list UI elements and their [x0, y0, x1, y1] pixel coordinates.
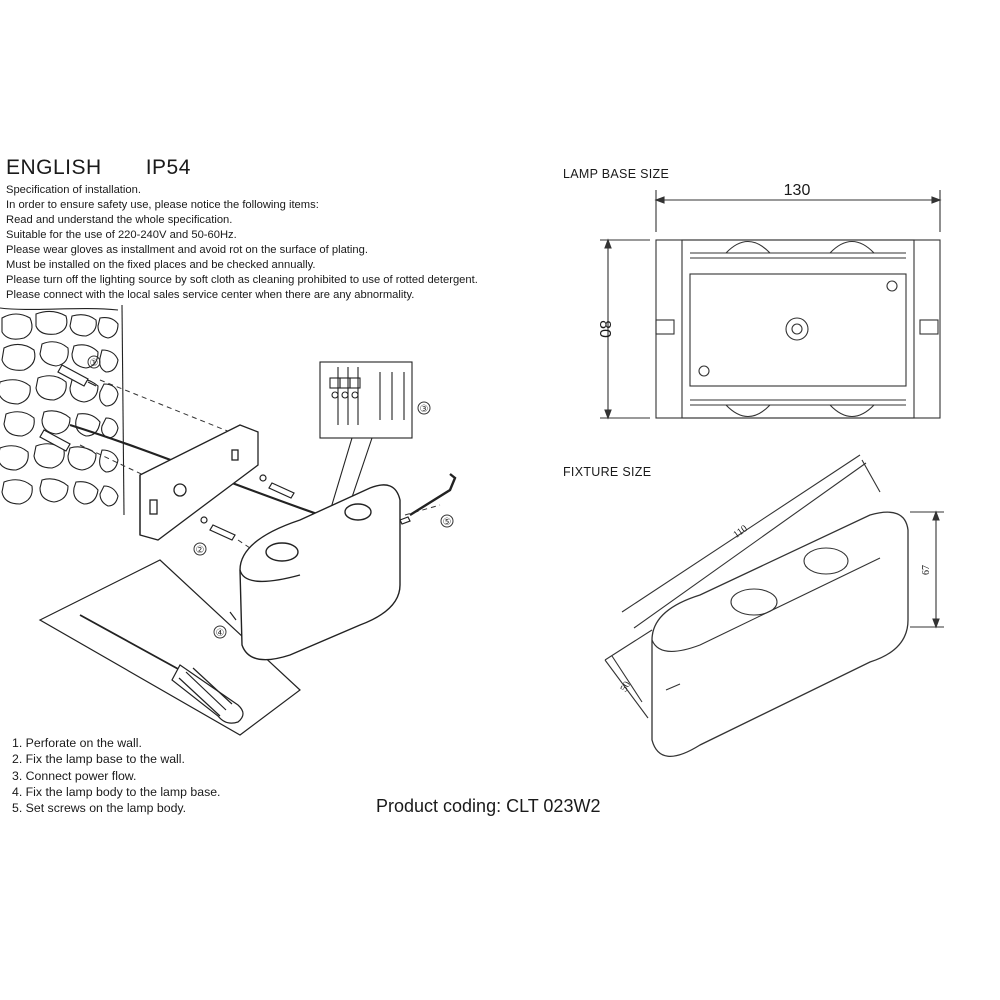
lamp-body: [239, 484, 401, 661]
spec-line: Please wear gloves as installment and av…: [6, 244, 368, 256]
product-coding: Product coding: CLT 023W2: [376, 796, 601, 816]
spec-line: Specification of installation.: [6, 184, 141, 196]
mounting-plate: [139, 424, 259, 541]
step-item: 1. Perforate on the wall.: [12, 736, 142, 750]
fixture-depth-label: 50: [619, 680, 634, 694]
allen-key: [409, 473, 457, 517]
document-heading: ENGLISH IP54: [6, 156, 191, 180]
stone-wall: [0, 305, 125, 515]
language-label: ENGLISH: [6, 156, 102, 179]
fixture-height-label: 67: [921, 565, 932, 575]
callout-1: ①: [90, 358, 99, 369]
spec-line: In order to ensure safety use, please no…: [6, 199, 319, 211]
spec-line: Read and understand the whole specificat…: [6, 214, 233, 226]
callout-4: ④: [216, 628, 225, 639]
base-height-label: 80: [596, 320, 613, 338]
step-item: 3. Connect power flow.: [12, 768, 137, 783]
step-item: 2. Fix the lamp base to the wall.: [12, 752, 185, 767]
screws: [200, 474, 411, 621]
fixture-caption: FIXTURE SIZE: [563, 465, 652, 479]
installation-steps: 1. Perforate on the wall. 2. Fix the lam…: [12, 735, 220, 816]
spec-line: Suitable for the use of 220-240V and 50-…: [6, 229, 237, 241]
specification-list: Specification of installation. In order …: [6, 183, 478, 303]
callout-5: ⑤: [443, 517, 452, 528]
base-width-label: 130: [784, 182, 811, 199]
wiring-detail: [319, 361, 413, 519]
fixture-drawing: [604, 454, 944, 758]
step-item: 5. Set screws on the lamp body.: [12, 801, 187, 816]
screwdriver: [38, 559, 301, 736]
lamp-base-caption: LAMP BASE SIZE: [563, 167, 670, 181]
callout-markers: ① ② ③ ④ ⑤: [87, 355, 454, 639]
callout-3: ③: [420, 404, 429, 415]
spec-line: Must be installed on the fixed places an…: [6, 259, 316, 271]
step-item: 4. Fix the lamp body to the lamp base.: [12, 784, 221, 799]
lamp-base-drawing: [600, 190, 942, 420]
ip-rating: IP54: [145, 156, 191, 179]
callout-2: ②: [196, 545, 205, 556]
spec-line: Please turn off the lighting source by s…: [6, 274, 478, 286]
wall-plugs: [39, 364, 97, 452]
spec-line: Please connect with the local sales serv…: [6, 289, 415, 301]
